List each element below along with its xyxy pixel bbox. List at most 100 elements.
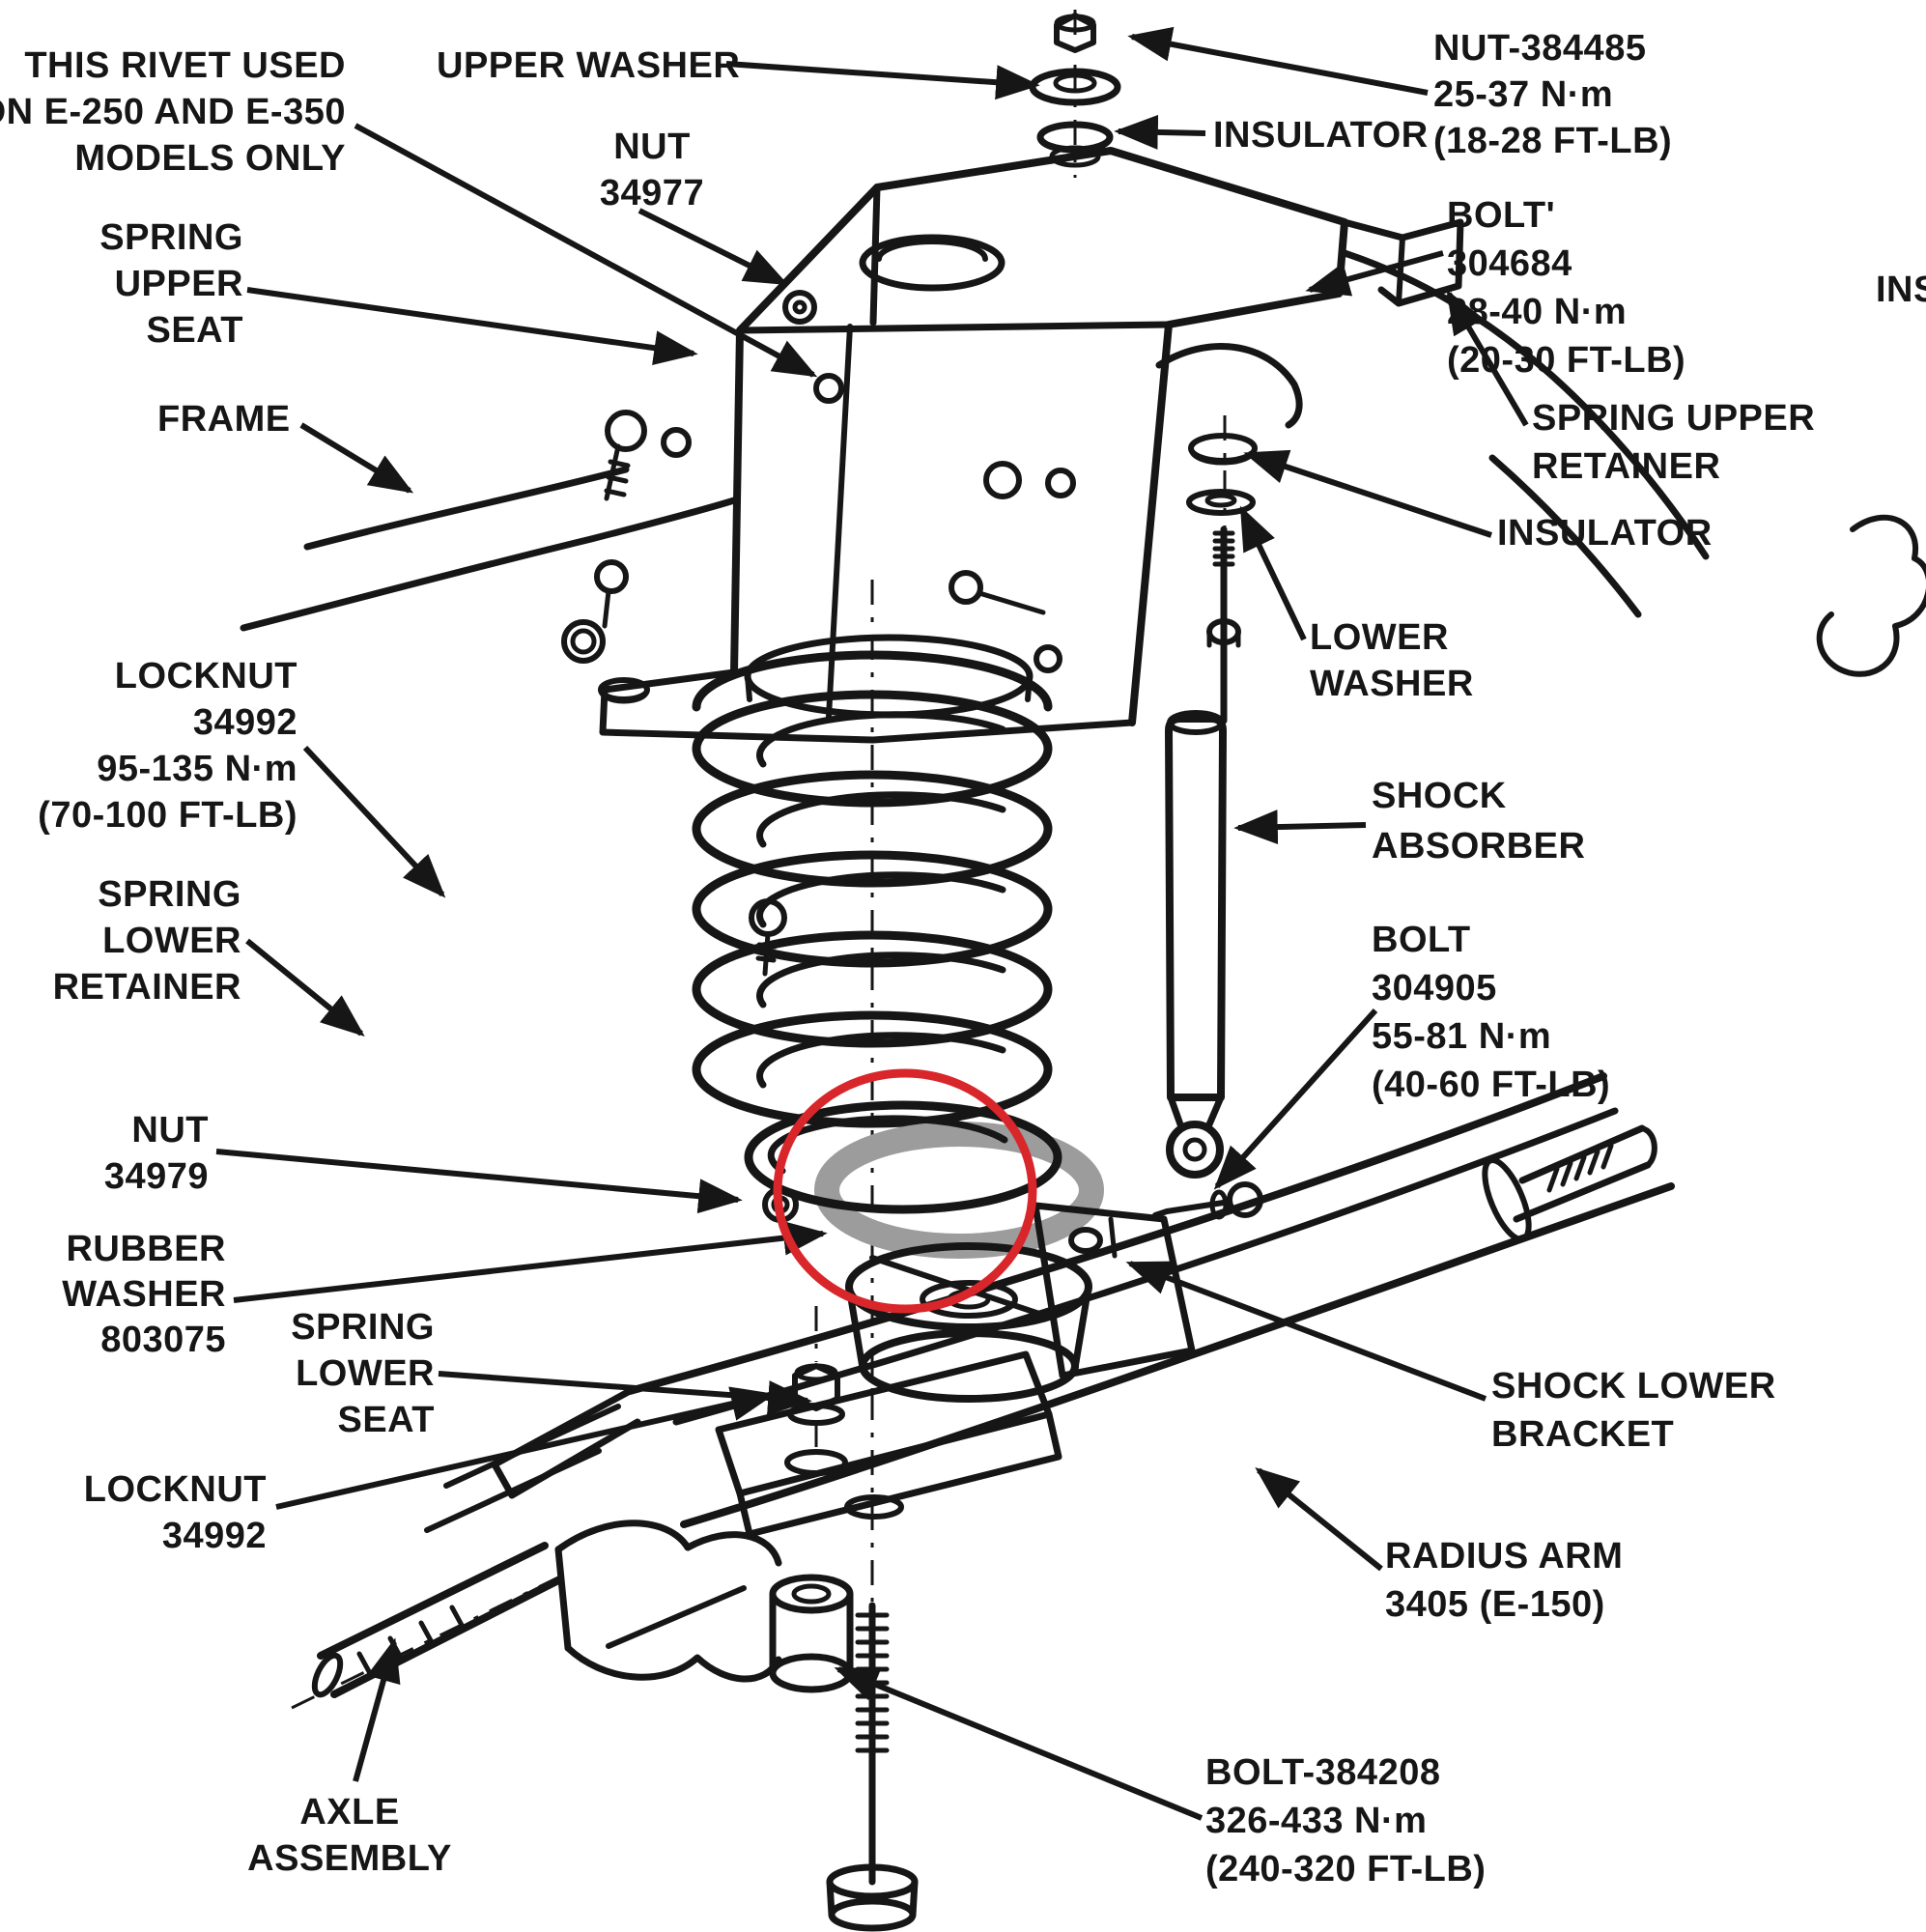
long-bolt-part (826, 1395, 919, 1932)
coil (744, 1100, 1062, 1214)
insulator-base (1049, 145, 1101, 168)
coil (692, 1010, 1053, 1128)
label-line: 34977 (599, 173, 705, 213)
leader-nut-34979 (215, 1149, 743, 1214)
frame-bracket (599, 147, 1464, 744)
clamp-bottom (564, 1644, 782, 1683)
label-line: (70-100 FT-LB) (38, 795, 297, 836)
leader-bolt-384208 (834, 1666, 1204, 1821)
label-line: 34992 (161, 1516, 267, 1556)
label-line: 803075 (100, 1320, 226, 1360)
small-insulator-cup (598, 687, 650, 704)
label-line: NUT-384485 (1433, 28, 1647, 69)
rod-collar-sides (1206, 629, 1241, 648)
label-insulator-top: INSULATOR (1213, 112, 1429, 158)
label-line: 326-433 N·m (1205, 1801, 1428, 1841)
label-line: NUT (613, 127, 691, 167)
label-line: 304684 (1447, 243, 1572, 284)
label-line: (18-28 FT-LB) (1433, 121, 1673, 161)
label-line: 95-135 N·m (97, 749, 297, 789)
bracket-outline (730, 147, 1348, 726)
axle-assembly-part (291, 1520, 854, 1710)
label-line: (40-60 FT-LB) (1372, 1065, 1611, 1105)
coil-inner (767, 1115, 1008, 1175)
shock-taper (1167, 1094, 1225, 1128)
leader-shock-absorber (1233, 810, 1367, 845)
label-line: ASSEMBLY (247, 1838, 452, 1879)
label-upper-washer: UPPER WASHER (437, 43, 740, 89)
arm-shaft (1513, 1124, 1652, 1223)
leader-spring-upper-seat (246, 287, 698, 366)
clamp-top (554, 1520, 782, 1567)
label-line: RADIUS ARM (1385, 1536, 1624, 1577)
screw-head (661, 427, 692, 458)
label-line: BOLT-384208 (1205, 1752, 1441, 1793)
rivet (782, 290, 817, 325)
coil-inner (756, 791, 1006, 848)
highlight-circle (773, 1068, 1037, 1314)
clamp-left (554, 1546, 572, 1652)
leader-shock-lower-bracket (1125, 1261, 1487, 1402)
label-line: 28-40 N·m (1447, 292, 1628, 332)
label-line: SPRING (291, 1307, 435, 1348)
leader-lines (215, 26, 1529, 1821)
shock-absorber-part (1165, 415, 1258, 1179)
arm-hole (784, 1449, 848, 1476)
frame-rail-line (1488, 454, 1642, 618)
label-bolt-384208: BOLT-384208 326-433 N·m (240-320 FT-LB) (1205, 1748, 1486, 1893)
label-line: SEAT (337, 1400, 435, 1440)
label-line: BOLT' (1447, 195, 1556, 236)
bushing-hole (791, 1583, 832, 1605)
label-line: WASHER (1310, 664, 1474, 704)
screw-shank (602, 588, 611, 629)
label-frame: FRAME (157, 396, 291, 442)
axle-end (311, 1652, 344, 1698)
nut-top (1054, 14, 1096, 33)
nut (1034, 644, 1062, 673)
leader-bolt-304905 (1213, 1008, 1378, 1190)
upper-retainer-bracket (1341, 218, 1464, 307)
coil-inner (756, 871, 1006, 928)
frame-hook-curve (1155, 343, 1303, 429)
bracket-fold (736, 321, 1173, 334)
leader-axle-assembly (353, 1637, 401, 1782)
leader-rubber-washer (233, 1220, 828, 1303)
label-line: 304905 (1372, 968, 1497, 1009)
bolt-shank (604, 443, 631, 501)
bracket-hole-inner (876, 239, 988, 262)
label-line: NUT (131, 1110, 209, 1151)
bracket-flange (599, 668, 1136, 744)
leader-upper-washer (725, 61, 1040, 100)
label-line: SPRING (98, 874, 241, 915)
frame-rail-line (1341, 249, 1710, 560)
bracket-fasteners (561, 290, 1076, 977)
label-line: SHOCK (1372, 776, 1507, 816)
top-hardware-stack (1029, 10, 1121, 178)
label-line: RETAINER (52, 967, 241, 1008)
shock-rod-threads (1212, 530, 1235, 567)
leader-spring-upper-retainer (1446, 289, 1529, 427)
coil-inner (756, 952, 1006, 1009)
label-line: (240-320 FT-LB) (1205, 1849, 1487, 1889)
label-nut-34977: NUT 34977 (362, 124, 942, 216)
frame-rails (240, 249, 1926, 677)
label-line: AXLE (299, 1792, 400, 1833)
label-line: INSULATOR (1497, 513, 1713, 554)
label-line: SPRING (99, 217, 243, 258)
label-line: ABSORBER (1372, 826, 1586, 867)
label-line: UPPER (114, 264, 243, 304)
bolt-shank (977, 590, 1046, 615)
label-line: SPRING UPPER (1532, 398, 1816, 439)
frame-rail-line (240, 497, 738, 632)
label-insulator-right: INSULATOR (1497, 510, 1713, 556)
